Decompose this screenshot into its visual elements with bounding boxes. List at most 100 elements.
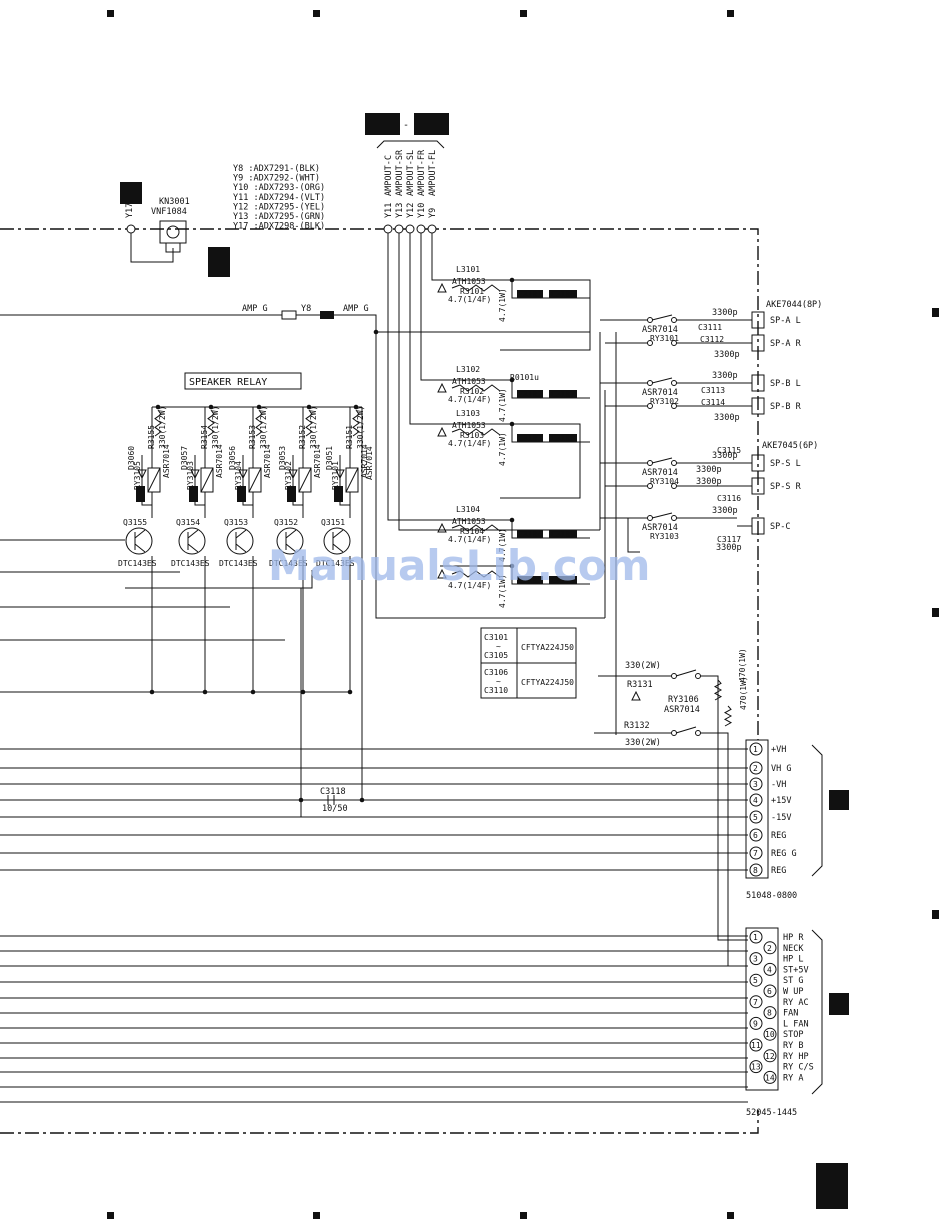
wire — [700, 675, 748, 941]
relay-contact — [647, 460, 653, 466]
ampout-pins: Y11AMPOUT-CY13AMPOUT-SRY12AMPOUT-SLY10AM… — [383, 149, 600, 531]
cap-ref-b: C3107 — [551, 390, 575, 399]
transistor-ref: Q3154 — [176, 518, 200, 527]
relay-ref: RY3102 — [284, 461, 293, 490]
connector-b-pin-label: RY AC — [783, 998, 809, 1008]
relay-part: ASR7014 — [642, 388, 678, 398]
resistor-value: 4.7(1/4F) — [448, 581, 491, 590]
resistor-value: 330(1/2W) — [211, 406, 220, 449]
terminal-box — [751, 397, 765, 415]
connector-b-pin-number: 2 — [767, 944, 772, 953]
connector-a-pin-label: -15V — [771, 813, 791, 823]
relay-contact — [671, 483, 677, 489]
capacitor-table: C3101~C3105CFTYA224J50C3106~C3110CFTYA22… — [480, 627, 577, 699]
relay-part: ASR7014 — [263, 444, 272, 478]
resistor-value: 330(1/2W) — [309, 406, 318, 449]
connector-b-pin — [763, 1006, 777, 1020]
speaker-output-label: SP-S L — [770, 459, 801, 469]
transistor-circle — [178, 527, 206, 555]
cap-range-top: C3106 — [484, 668, 508, 677]
wire — [375, 332, 605, 619]
headphone-section: 330(2W)R3131RY3106ASR7014R3132330(2W)470… — [594, 648, 748, 967]
header-box: - — [365, 113, 449, 149]
resistor-ref: R3103 — [460, 431, 484, 440]
relay-contact — [695, 673, 701, 679]
wire — [398, 233, 600, 531]
coil-zigzag — [451, 524, 501, 532]
connector-b-pin — [749, 930, 763, 944]
connector-b-pin-label: NECK — [783, 944, 804, 954]
warning-triangle — [437, 426, 447, 437]
connector-a-pin-number: 3 — [753, 780, 758, 789]
connector-b-pin-label: STOP — [783, 1030, 803, 1040]
cap-ref-b: C3109 — [551, 530, 575, 539]
cap-ref-b: C3108 — [551, 434, 575, 443]
resistor-value: 4.7(1W) — [498, 288, 507, 322]
connector-b-pin-label: ST+5V — [783, 965, 809, 975]
cap-part: CFTYA224J50 — [521, 678, 574, 687]
transistor-ref: Q3152 — [274, 518, 298, 527]
cap-ref-b: C3106 — [551, 290, 575, 299]
diode-tag — [237, 486, 246, 502]
speaker-output-label: SP-A L — [770, 316, 801, 326]
svg-text:10/50: 10/50 — [322, 804, 348, 814]
cable-list-item: Y8 :ADX7291-(BLK) — [233, 164, 320, 174]
cap-range-bottom: C3105 — [484, 651, 508, 660]
relay-switch — [675, 726, 697, 734]
connector-b-pin-number: 1 — [753, 933, 758, 942]
cap-ref-a: C3102 — [518, 390, 542, 399]
connector-a-pin-label: -VH — [771, 780, 786, 790]
connector-a-pin — [749, 846, 763, 860]
resistor-value: 4.7(1/4F) — [448, 295, 491, 304]
wire — [500, 423, 581, 499]
relay-coil — [200, 467, 214, 493]
resistor-value: 330(1/2W) — [259, 406, 268, 449]
cap-value: 3300p — [712, 506, 738, 516]
connector-a-pin — [749, 761, 763, 775]
relay-contact — [671, 317, 677, 323]
ampout-pin-name: AMPOUT-FL — [428, 150, 438, 196]
cap-ref-a: C3103 — [518, 434, 542, 443]
resistor-value: 4.7(1W) — [498, 432, 507, 466]
connector-b-pin-label: HP R — [783, 933, 804, 943]
resistor-ref: R3131 — [627, 680, 653, 690]
relay-ref: RY3105 — [133, 461, 142, 490]
svg-text:Y17: Y17 — [125, 203, 135, 218]
relay-coil — [147, 467, 161, 493]
coil-zigzag — [451, 428, 501, 436]
resistor-zigzag — [352, 409, 360, 437]
resistor-value: 4.7(1W) — [498, 528, 507, 562]
relay-switch — [651, 512, 673, 519]
resistor-value: 4.7(1/4F) — [448, 439, 491, 448]
warning-triangle — [631, 690, 641, 701]
coil-zigzag — [451, 284, 501, 292]
resistor-value: 470(1W) — [738, 648, 747, 682]
connector-b-pin-number: 4 — [767, 965, 772, 974]
transistor-ref: Q3151 — [321, 518, 345, 527]
relay-contact — [647, 317, 653, 323]
wire — [500, 279, 591, 351]
cap-tag-b — [549, 390, 577, 398]
connector-b-pin — [749, 995, 763, 1009]
coil-zigzag — [451, 570, 501, 578]
svg-text:AMP G: AMP G — [343, 304, 369, 314]
cable-list: Y8 :ADX7291-(BLK)Y9 :ADX7292-(WHT)Y10 :A… — [233, 164, 325, 232]
connector-b-pin-label: RY A — [783, 1073, 803, 1083]
connector-a-pin-number: 1 — [753, 745, 758, 754]
connector-a-pin-label: VH G — [771, 764, 791, 774]
transistor-type: DTC143ES — [316, 559, 355, 568]
page-tab-block — [816, 1163, 848, 1209]
relay-coil-slash — [298, 467, 312, 493]
cap-range-mid: ~ — [496, 677, 501, 686]
coil-ref: L3104 — [456, 505, 480, 514]
input-lines — [0, 329, 748, 1103]
cap-range-top: C3101 — [484, 633, 508, 642]
coil-part: ATH1053 — [452, 517, 486, 526]
terminal-box — [751, 517, 765, 535]
relay-contact — [647, 380, 653, 386]
cap-tag-b — [549, 576, 577, 584]
